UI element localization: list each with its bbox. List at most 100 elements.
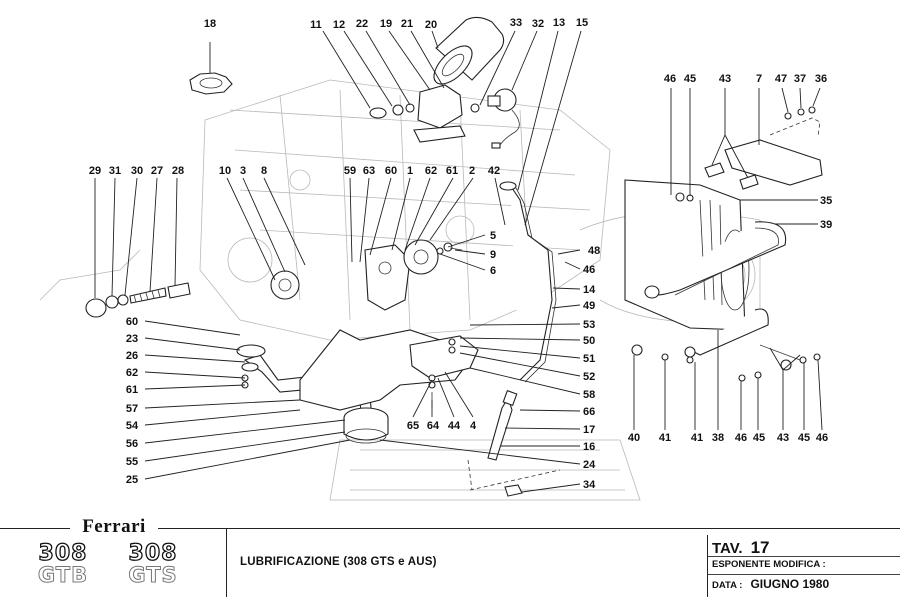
- callout: 63: [363, 165, 375, 177]
- callout: 14: [583, 284, 596, 296]
- callout: 66: [583, 406, 595, 418]
- date-value: GIUGNO 1980: [750, 577, 830, 591]
- callout: 59: [344, 165, 356, 177]
- callout: 45: [798, 432, 810, 444]
- callout: 30: [131, 165, 143, 177]
- callout: 46: [664, 73, 676, 85]
- callout: 51: [583, 353, 595, 365]
- callout: 28: [172, 165, 184, 177]
- oil-filter-mount: [369, 84, 466, 143]
- callout: 65: [407, 420, 419, 432]
- title-rule-left: [0, 528, 70, 529]
- callout: 11: [310, 19, 322, 31]
- callout: 2: [469, 165, 475, 177]
- callout: 45: [684, 73, 696, 85]
- callout: 40: [628, 432, 640, 444]
- callout: 39: [820, 219, 832, 231]
- callout: 48: [588, 245, 600, 257]
- table-value: 17: [750, 538, 770, 557]
- callout: 56: [126, 438, 138, 450]
- callout: 15: [576, 17, 588, 29]
- callout: 43: [719, 73, 731, 85]
- callout: 18: [204, 18, 216, 30]
- callout: 10: [219, 165, 231, 177]
- callout: 12: [333, 19, 345, 31]
- model-variant: GTS: [128, 563, 178, 587]
- callout-labels: 18 11 12 22 19 21 20 33 32 13 15 46 45 4…: [89, 17, 832, 491]
- model-number: 308: [38, 541, 88, 566]
- callout: 17: [583, 424, 595, 436]
- oil-temperature-sender: [504, 484, 523, 497]
- row-divider: [708, 556, 900, 557]
- callout: 9: [490, 249, 496, 261]
- callout: 5: [490, 230, 496, 242]
- table-number: TAV.17: [712, 538, 770, 558]
- modification-row: ESPONENTE MODIFICA :: [712, 559, 826, 570]
- callout: 64: [427, 420, 440, 432]
- callout: 46: [816, 432, 828, 444]
- cooler-fasteners: [631, 344, 821, 382]
- oil-filler-cap: [189, 72, 233, 95]
- callout: 38: [712, 432, 724, 444]
- oil-filter: [433, 16, 505, 85]
- callout: 44: [448, 420, 461, 432]
- model-variant: GTB: [37, 563, 89, 587]
- callout: 47: [775, 73, 787, 85]
- callout: 46: [583, 264, 595, 276]
- callout: 45: [753, 432, 765, 444]
- model-number: 308: [128, 541, 178, 566]
- callout: 21: [401, 18, 413, 30]
- callout: 16: [583, 441, 595, 453]
- exploded-parts-diagram: 18 11 12 22 19 21 20 33 32 13 15 46 45 4…: [39, 16, 832, 501]
- callout: 62: [425, 165, 437, 177]
- callout: 57: [126, 403, 138, 415]
- callout: 27: [151, 165, 163, 177]
- brand-logo: Ferrari: [70, 516, 158, 538]
- callout: 60: [385, 165, 397, 177]
- callout: 52: [583, 371, 595, 383]
- row-divider: [708, 574, 900, 575]
- leader-lines: [94, 30, 823, 493]
- callout: 54: [126, 420, 139, 432]
- oil-cooler: [624, 179, 787, 358]
- title-divider-left: [226, 529, 227, 597]
- callout: 32: [532, 18, 544, 30]
- callout: 53: [583, 319, 595, 331]
- callout: 41: [659, 432, 671, 444]
- callout: 42: [488, 165, 500, 177]
- callout: 33: [510, 17, 522, 29]
- modification-label: ESPONENTE MODIFICA :: [712, 559, 826, 570]
- callout: 24: [583, 459, 596, 471]
- callout: 37: [794, 73, 806, 85]
- callout: 58: [583, 389, 595, 401]
- callout: 34: [583, 479, 596, 491]
- callout: 50: [583, 335, 595, 347]
- callout: 8: [261, 165, 267, 177]
- callout: 60: [126, 316, 138, 328]
- callout: 29: [89, 165, 101, 177]
- callout: 22: [356, 18, 368, 30]
- title-divider-right: [707, 535, 708, 597]
- drawing-subject: LUBRIFICAZIONE (308 GTS e AUS): [240, 556, 437, 568]
- callout: 36: [815, 73, 827, 85]
- callout: 26: [126, 350, 138, 362]
- cooler-bracket: [675, 106, 823, 202]
- callout: 61: [126, 384, 138, 396]
- callout: 4: [470, 420, 477, 432]
- callout: 3: [240, 165, 246, 177]
- title-rule-right: [158, 528, 900, 529]
- oil-pump: [270, 239, 463, 311]
- callout: 1: [407, 165, 413, 177]
- dipstick: [487, 389, 518, 461]
- callout: 25: [126, 474, 138, 486]
- relief-valve-assembly: [85, 282, 191, 318]
- callout: 20: [425, 19, 437, 31]
- callout: 46: [735, 432, 747, 444]
- dipstick-tube: [499, 181, 557, 383]
- oil-pressure-sender: [470, 88, 520, 149]
- callout: 23: [126, 333, 138, 345]
- callout: 19: [380, 18, 392, 30]
- callout: 62: [126, 367, 138, 379]
- callout: 55: [126, 456, 138, 468]
- date-row: DATA :GIUGNO 1980: [712, 577, 829, 591]
